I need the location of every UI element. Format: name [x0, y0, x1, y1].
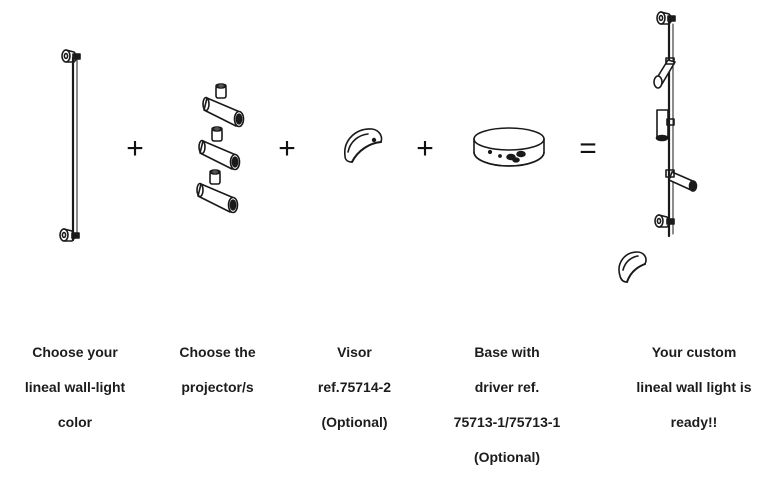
assembled-wall-light-icon [618, 11, 698, 283]
caption-line: lineal wall-light [24, 378, 126, 395]
projector-spot-icon [196, 83, 245, 214]
caption-step-2: Choose the projector/s [150, 326, 285, 414]
caption-step-5: Your custom lineal wall light is ready!! [608, 326, 780, 449]
equals-sign: = [579, 132, 597, 165]
wall-rail-icon [59, 49, 81, 242]
caption-line: (Optional) [473, 448, 541, 465]
caption-line: color [57, 413, 93, 430]
plus-sign: + [416, 132, 434, 165]
plus-sign: + [278, 132, 296, 165]
caption-line: Your custom [651, 343, 737, 360]
caption-line: lineal wall light is [636, 378, 752, 395]
caption-line: ready!! [670, 413, 718, 430]
caption-line: Choose your [32, 343, 118, 360]
caption-line: Choose the [179, 343, 256, 360]
product-illustrations [59, 11, 698, 283]
caption-line: driver ref. [474, 378, 540, 395]
caption-line: Visor [337, 343, 372, 360]
caption-line: (Optional) [321, 413, 388, 430]
visor-icon [344, 128, 383, 163]
caption-line: Base with [474, 343, 540, 360]
plus-sign: + [126, 132, 144, 165]
driver-base-icon [473, 127, 545, 167]
caption-step-4: Base with driver ref. 75713-1/75713-1 (O… [432, 326, 582, 484]
caption-line: ref.75714-2 [317, 378, 392, 395]
caption-line: projector/s [181, 378, 254, 395]
caption-step-1: Choose your lineal wall-light color [0, 326, 150, 449]
caption-line: 75713-1/75713-1 [453, 413, 561, 430]
caption-step-3: Visor ref.75714-2 (Optional) [292, 326, 417, 449]
